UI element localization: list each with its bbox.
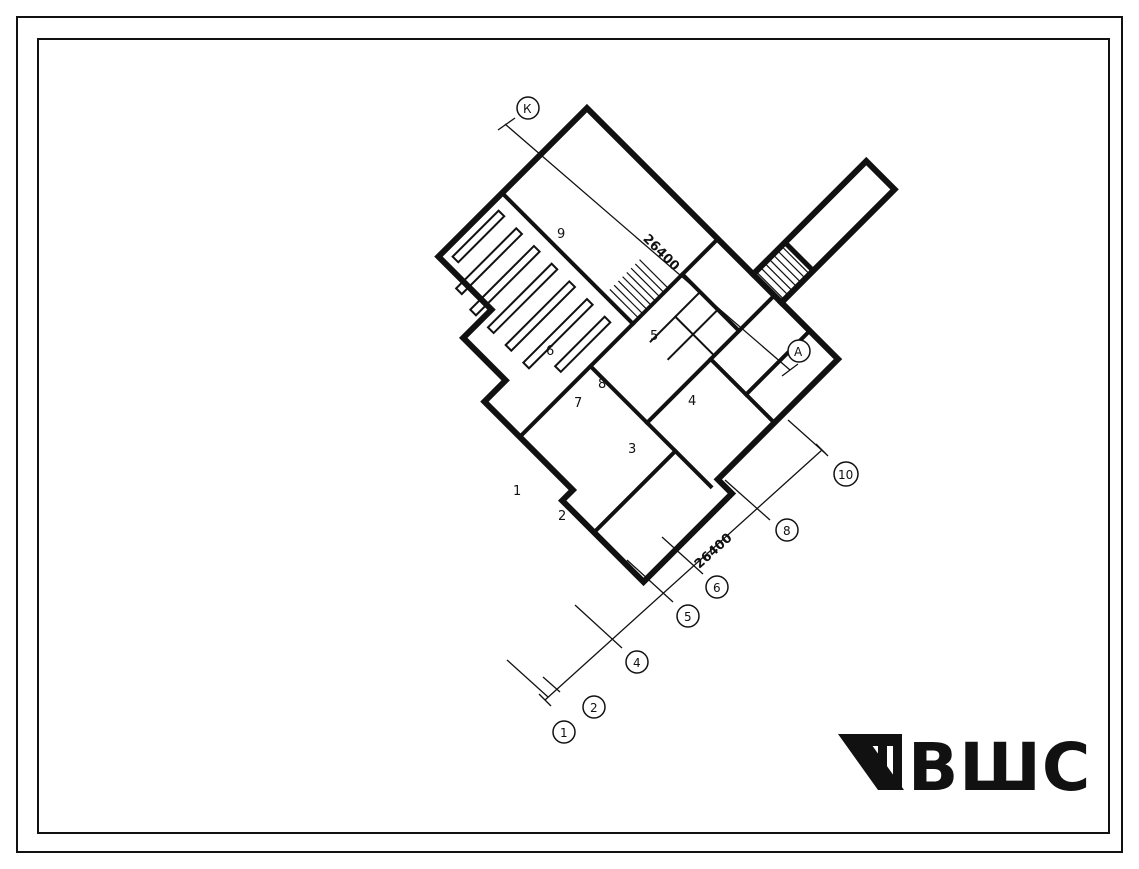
room-number: 1 (513, 484, 521, 499)
building-walls (434, 103, 899, 587)
room-number: 2 (558, 509, 566, 524)
logo-emblem-icon (838, 734, 904, 790)
axis-bubble-1: 1 (552, 720, 576, 744)
top-dimension-line (497, 117, 799, 377)
axis-bubble-2: 2 (582, 695, 606, 719)
axis-label: 4 (633, 656, 641, 670)
stair-upper-treads (755, 245, 811, 301)
partition-wall (591, 448, 679, 536)
axis-label: 8 (783, 524, 791, 538)
axis-bubble-10: 10 (833, 461, 859, 487)
axis-label: 1 (560, 726, 568, 740)
room-number: 4 (688, 394, 696, 409)
axis-bubble-6: 6 (705, 575, 729, 599)
axis-label: К (523, 102, 532, 116)
axis-label: 10 (838, 468, 853, 482)
shelving-rows (451, 209, 612, 374)
partition-wall (679, 271, 742, 334)
axis-label: 2 (590, 701, 598, 715)
wing-wall (748, 156, 899, 307)
room-number: 3 (628, 442, 636, 457)
outer-wall (434, 103, 843, 587)
room-number: 5 (650, 329, 658, 344)
partition-wall (499, 190, 636, 327)
axis-label: 5 (684, 610, 692, 624)
outer-frame (16, 16, 1123, 853)
logo: ВШС (838, 729, 1091, 806)
room-number: 7 (574, 396, 582, 411)
axis-bubble-8: 8 (775, 518, 799, 542)
room-number: 6 (546, 344, 554, 359)
dimension-label-top: 26400 (639, 232, 682, 275)
stair-central-treads (609, 259, 670, 319)
room-number: 9 (557, 227, 565, 242)
axis-bubble-top-end: А (787, 339, 811, 363)
axis-label: А (794, 345, 803, 359)
axis-bubble-5: 5 (676, 604, 700, 628)
logo-text: ВШС (908, 729, 1091, 806)
partition-wall (673, 315, 716, 358)
bottom-dimension-line (506, 419, 829, 707)
partition-wall (587, 363, 714, 490)
inner-frame (37, 38, 1110, 834)
partition-wall (516, 236, 721, 440)
axis-label: 6 (713, 581, 721, 595)
axis-bubble-4: 4 (625, 650, 649, 674)
dimension-label-bottom: 26400 (692, 531, 736, 572)
room-number: 8 (598, 377, 606, 392)
axis-bubble-top-start: К (516, 96, 540, 120)
partition-wall (707, 356, 778, 426)
